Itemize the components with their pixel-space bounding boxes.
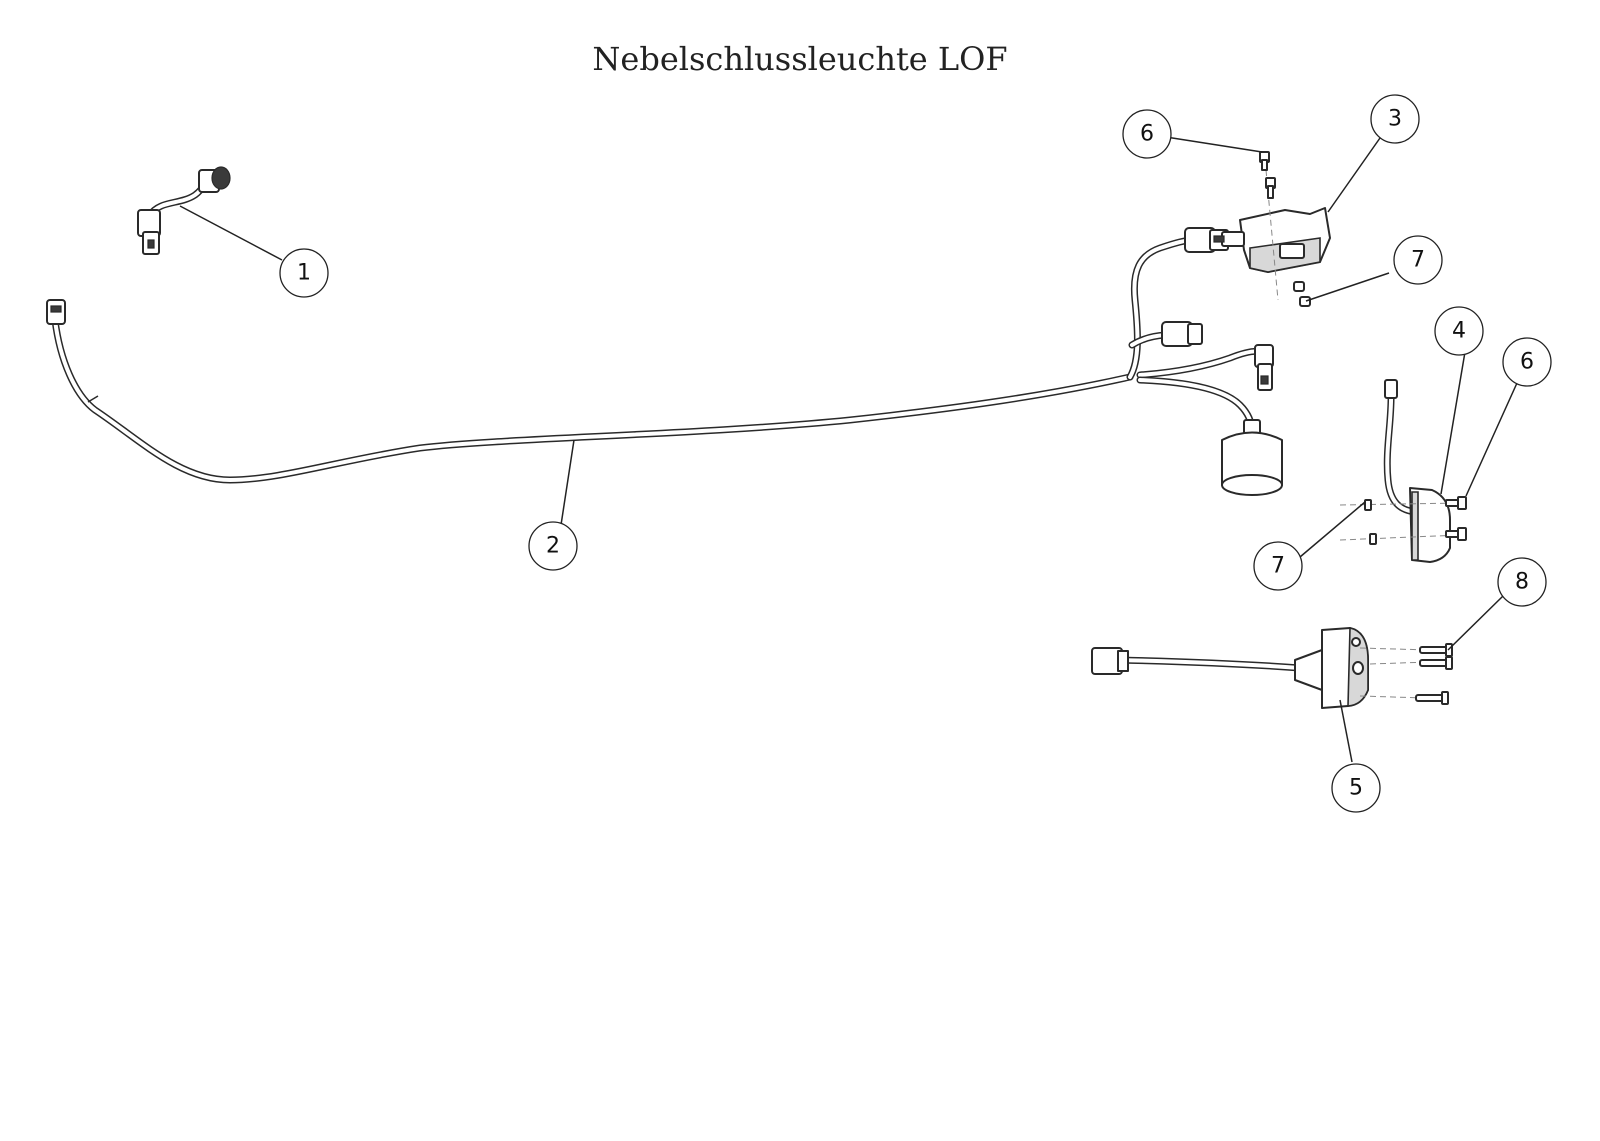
part-5-fog-light [1091, 627, 1369, 709]
callout-label: 6 [1520, 350, 1534, 375]
callout-7-right: 7 [1253, 541, 1303, 591]
part-8-screws [1359, 643, 1453, 705]
callout-2: 2 [528, 521, 578, 571]
diagram-title: Nebelschlussleuchte LOF [592, 40, 1008, 78]
callout-label: 1 [297, 261, 311, 286]
callout-label: 3 [1388, 107, 1402, 132]
callout-3: 3 [1370, 94, 1420, 144]
callout-7-top: 7 [1393, 235, 1443, 285]
callout-8: 8 [1497, 557, 1547, 607]
part-4-small-lamp [1339, 379, 1461, 563]
part-6-screws-top [1259, 151, 1279, 301]
callout-label: 6 [1140, 122, 1154, 147]
callout-6-top: 6 [1122, 109, 1172, 159]
part-7-nuts-top [1293, 281, 1311, 307]
callout-label: 5 [1349, 776, 1363, 801]
part-2-main-harness [46, 227, 1283, 496]
part-7-nuts-right [1364, 499, 1377, 545]
callout-4: 4 [1434, 306, 1484, 356]
part-6-screws-right [1445, 496, 1467, 541]
callout-6-right: 6 [1502, 337, 1552, 387]
part-1-adapter-cable [137, 166, 231, 255]
leader-lines [179, 136, 1518, 763]
callout-label: 7 [1271, 554, 1285, 579]
part-3-bracket [1213, 207, 1331, 273]
callout-1: 1 [279, 248, 329, 298]
callout-label: 2 [546, 534, 560, 559]
callout-5: 5 [1331, 763, 1381, 813]
callout-label: 8 [1515, 570, 1529, 595]
callout-label: 4 [1452, 319, 1466, 344]
callout-label: 7 [1411, 248, 1425, 273]
